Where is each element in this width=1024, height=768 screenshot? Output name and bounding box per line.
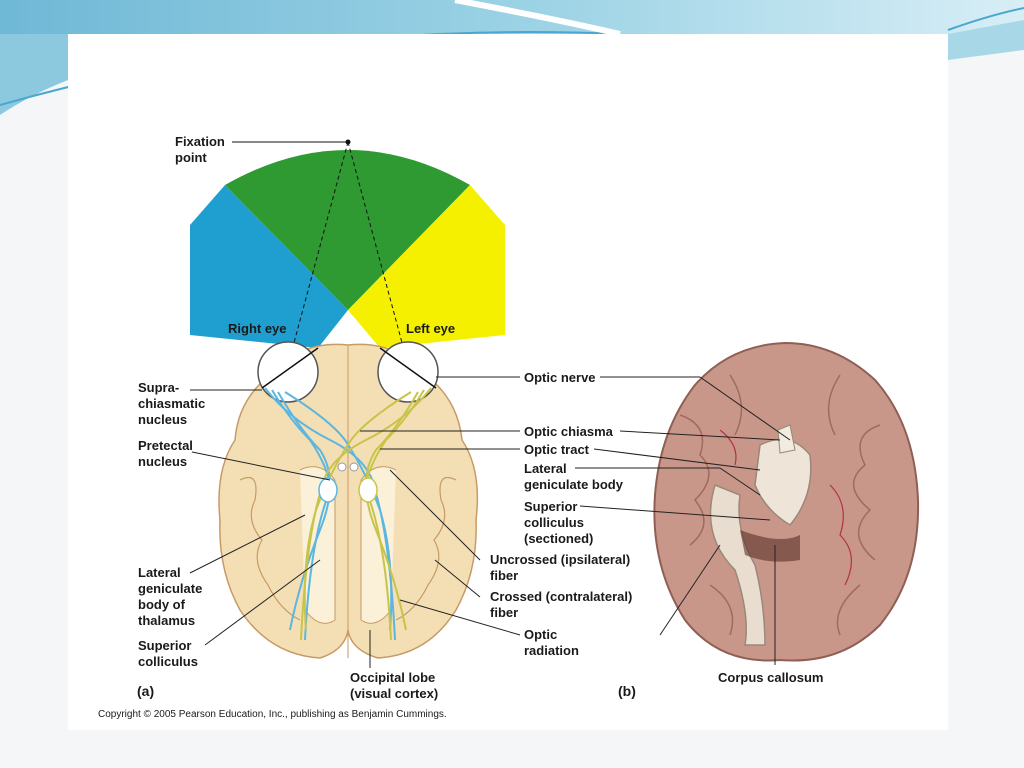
label-fixation-point: Fixation point — [175, 134, 225, 165]
label-optic-chiasma: Optic chiasma — [524, 424, 613, 439]
label-occipital-lobe: Occipital lobe (visual cortex) — [350, 670, 439, 701]
label-optic-radiation: Optic radiation — [524, 627, 579, 658]
binocular-visual-field — [225, 150, 470, 310]
panel-label-a: (a) — [137, 683, 155, 699]
label-optic-tract: Optic tract — [524, 442, 590, 457]
left-eye-visual-field — [348, 185, 505, 348]
label-crossed-fiber: Crossed (contralateral) fiber — [490, 589, 633, 620]
label-optic-nerve: Optic nerve — [524, 370, 596, 385]
label-pretectal-nucleus: Pretectal nucleus — [138, 438, 193, 469]
label-lateral-geniculate-thalamus: Lateral geniculate body of thalamus — [138, 565, 203, 628]
label-corpus-callosum: Corpus callosum — [718, 670, 824, 685]
right-eyeball — [257, 341, 319, 403]
right-eye-visual-field — [190, 185, 348, 348]
label-superior-colliculus-sectioned: Superior colliculus (sectioned) — [524, 499, 594, 546]
panel-label-b: (b) — [618, 683, 636, 699]
label-right-eye: Right eye — [228, 321, 287, 336]
label-left-eye: Left eye — [406, 321, 456, 336]
label-lateral-geniculate-body: Lateral geniculate body — [524, 461, 623, 492]
label-uncrossed-fiber: Uncrossed (ipsilateral) fiber — [490, 552, 631, 583]
brain-specimen-photo — [653, 341, 920, 662]
label-superior-colliculus: Superior colliculus — [138, 638, 198, 669]
copyright-notice: Copyright © 2005 Pearson Education, Inc.… — [98, 709, 447, 720]
label-suprachiasmatic-nucleus: Supra- chiasmatic nucleus — [138, 380, 206, 427]
